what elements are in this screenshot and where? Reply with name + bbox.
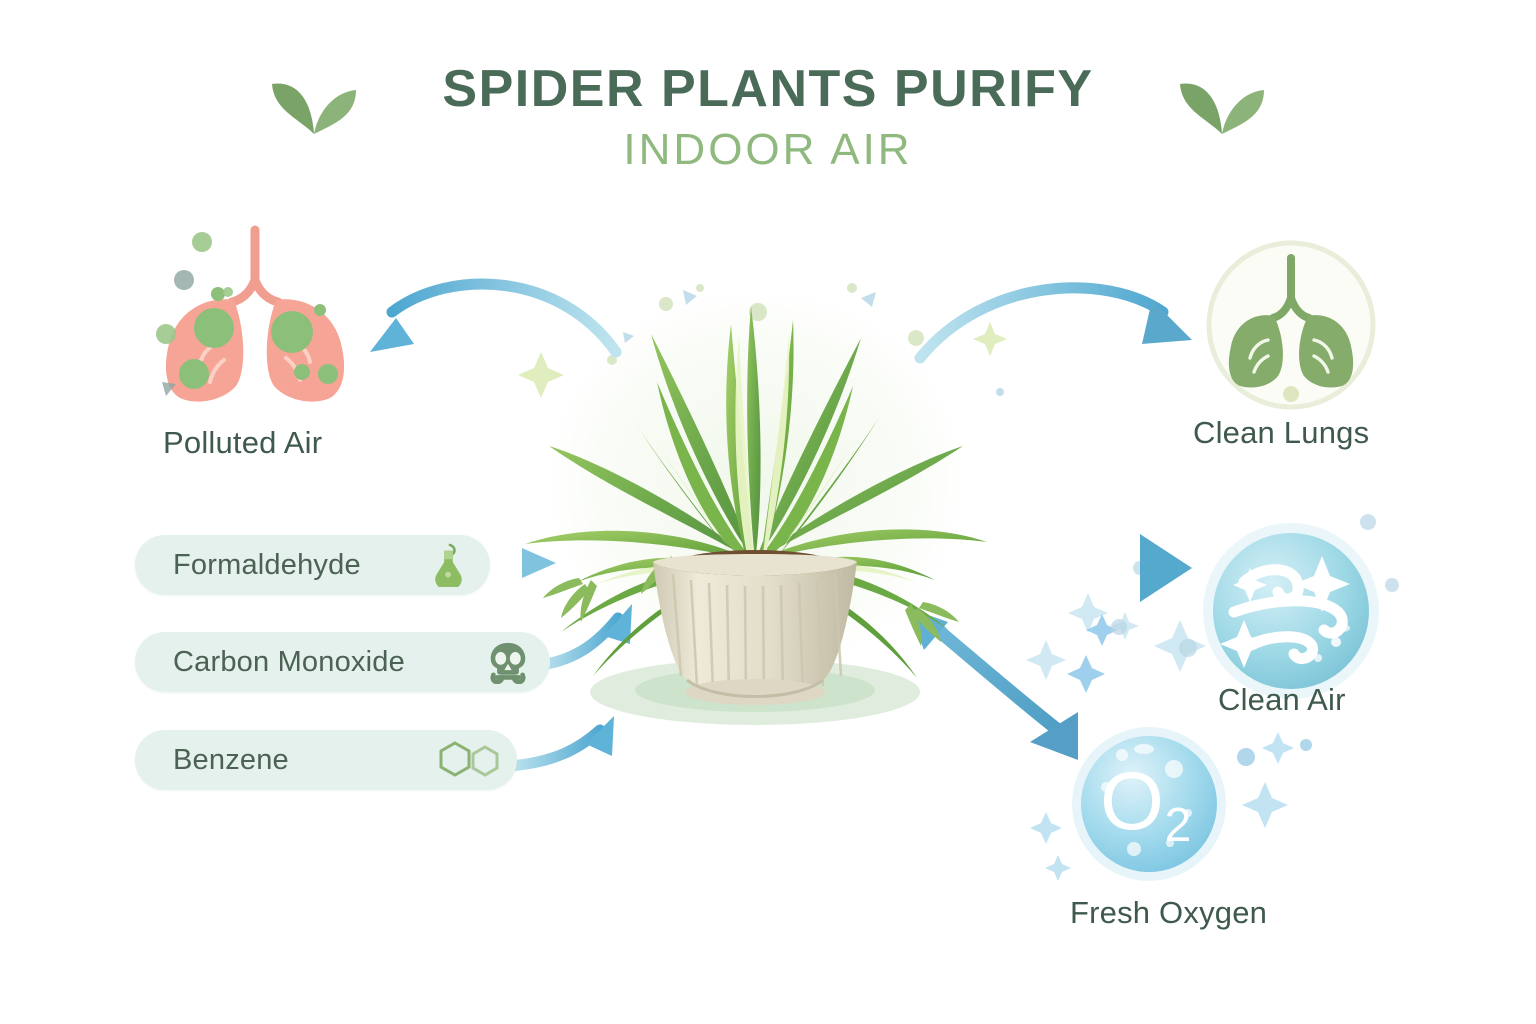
sprout-leaf-icon bbox=[1180, 83, 1264, 134]
arrow-plant-to-clean-air bbox=[1018, 534, 1192, 602]
benzene-ring-icon bbox=[439, 741, 499, 777]
oxygen-subscript: 2 bbox=[1165, 799, 1192, 852]
pollutant-label: Carbon Monoxide bbox=[173, 645, 405, 678]
polluted-air-label: Polluted Air bbox=[163, 425, 323, 460]
pollutant-chip-benzene[interactable]: Benzene bbox=[135, 730, 517, 790]
title-main: SPIDER PLANTS PURIFY bbox=[442, 60, 1094, 118]
pollutant-label: Formaldehyde bbox=[173, 548, 361, 581]
flask-icon bbox=[435, 543, 462, 587]
skull-icon bbox=[490, 642, 526, 684]
pollutant-chip-carbon-monoxide[interactable]: Carbon Monoxide bbox=[135, 632, 550, 692]
pollutant-chip-formaldehyde[interactable]: Formaldehyde bbox=[135, 535, 490, 595]
oxygen-symbol: O bbox=[1100, 756, 1164, 847]
spider-plant-illustration bbox=[525, 306, 987, 725]
sprout-leaf-icon bbox=[272, 83, 356, 134]
page-title: SPIDER PLANTS PURIFY INDOOR AIR bbox=[0, 62, 1536, 175]
wind-swirl-icon bbox=[1203, 523, 1379, 699]
clean-lungs-label: Clean Lungs bbox=[1193, 415, 1370, 450]
clean-air-label: Clean Air bbox=[1218, 682, 1346, 717]
pollutant-label: Benzene bbox=[173, 743, 289, 776]
title-subtitle: INDOOR AIR bbox=[623, 124, 913, 174]
fresh-oxygen-label: Fresh Oxygen bbox=[1070, 895, 1268, 930]
lungs-clean-icon bbox=[1206, 240, 1376, 410]
lungs-polluted-icon bbox=[156, 225, 345, 402]
oxygen-o2-icon: O 2 bbox=[1072, 727, 1226, 881]
